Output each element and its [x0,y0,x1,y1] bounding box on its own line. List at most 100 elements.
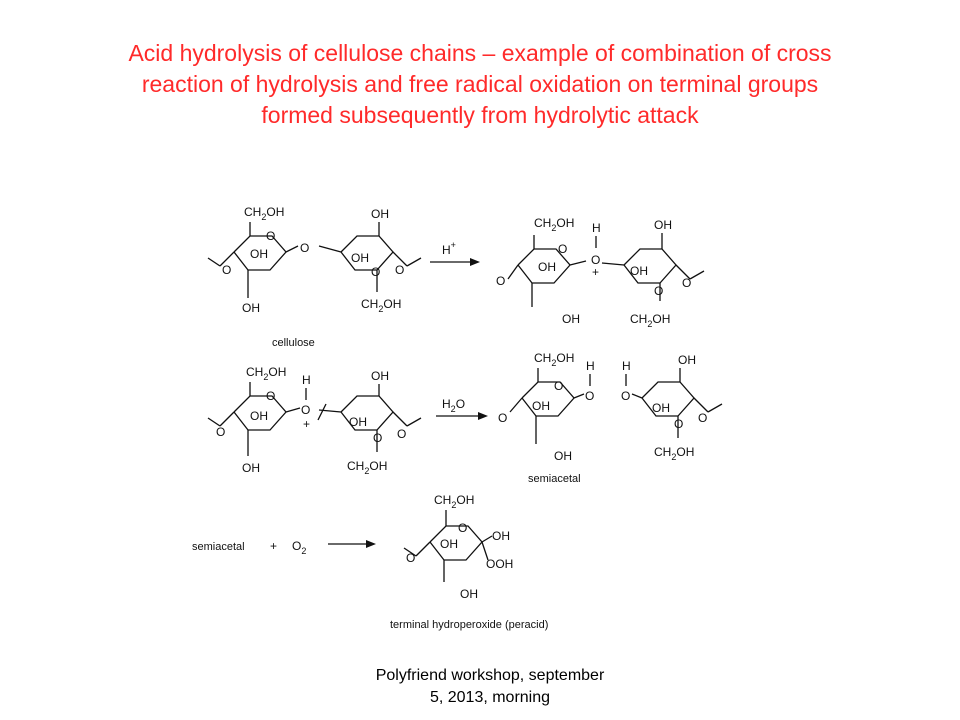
formula-part: CH [246,365,263,379]
semiacetal-reactant-label: semiacetal [192,541,245,553]
atom-oh: OH [351,251,369,265]
atom-oh: OH [242,461,260,475]
reagent-water: H2O [442,397,465,414]
atom-oh: OH [562,312,580,326]
atom-o: O [216,425,225,439]
formula-part: CH [534,351,551,365]
atom-oh: OH [250,409,268,423]
formula-part: OH [676,445,694,459]
formula-part: CH [534,216,551,230]
bond-line [406,417,422,427]
oxygen-reagent: O2 [292,539,306,556]
reaction-arrow-2: H2O [436,397,488,420]
atom-h: H [302,373,311,387]
bond-line [509,397,523,413]
title-line-3: formed subsequently from hydrolytic atta… [261,102,699,128]
atom-ch2oh: CH2OH [347,459,387,476]
reagent-h-plus: H+ [442,240,456,257]
atom-o: O [222,263,231,277]
atom-ch2oh: CH2OH [534,351,574,368]
atom-oh: OH [554,449,572,463]
formula-part: OH [556,216,574,230]
atom-o: O [406,551,415,565]
atom-oh: OH [630,264,648,278]
bond-line [207,257,221,267]
bond-line [219,251,235,267]
atom-h: H [592,221,601,235]
atom-oh: OH [440,537,458,551]
formula-part: OH [268,365,286,379]
footer-line-1: Polyfriend workshop, september [375,667,605,684]
atom-o: O [496,274,505,288]
bond-line [318,245,342,253]
bond-line [675,264,691,280]
atom-oh: OH [460,587,478,601]
terminal-hydroperoxide-label: terminal hydroperoxide (peracid) [390,619,548,631]
atom-oh: OH [242,301,260,315]
formula-part: 2 [301,546,306,556]
plus-sign: + [270,539,277,553]
formula-part: H [442,243,451,257]
formula-part: CH [434,493,451,507]
semiacetal-label: semiacetal [528,473,581,485]
atom-o: O [554,379,563,393]
formula-part: OH [456,493,474,507]
atom-o: O [674,417,683,431]
formula-part: H [442,397,451,411]
formula-part: + [451,240,456,250]
bond-line [573,393,585,399]
atom-oh: OH [250,247,268,261]
footer-line-2: 5, 2013, morning [429,689,551,706]
cellulose-label: cellulose [272,337,315,349]
atom-o: O [266,389,275,403]
title-line-1: Acid hydrolysis of cellulose chains – ex… [128,40,832,66]
atom-oh: OH [371,207,389,221]
arrowhead [478,412,488,420]
bond-line [392,251,408,267]
bond-line [481,535,493,543]
formula-part: OH [383,297,401,311]
atom-oh: OH [652,401,670,415]
atom-oh: OH [678,353,696,367]
atom-h: H [622,359,631,373]
formula-part: O [292,539,301,553]
atom-ch2oh: CH2OH [654,445,694,462]
formula-part: 2 [671,452,676,462]
bond-line [689,270,705,280]
atom-o: O [682,276,691,290]
atom-ch2oh: CH2OH [630,312,670,329]
bond-line [403,547,417,557]
atom-o: O [458,521,467,535]
atom-oh: OH [538,260,556,274]
atom-ooh: OOH [486,557,513,571]
bond-line [406,257,422,267]
bond-line [285,245,299,253]
slide-title: Acid hydrolysis of cellulose chains – ex… [40,38,920,131]
formula-part: OH [369,459,387,473]
atom-oh: OH [349,415,367,429]
atom-o: O [585,389,594,403]
bond-line [569,260,587,266]
bond-line [318,409,342,413]
formula-part: CH [630,312,647,326]
atom-o: O [698,411,707,425]
slide-footer: Polyfriend workshop, september 5, 2013, … [340,665,640,709]
formula-part: 2 [551,358,556,368]
atom-o: O [498,411,507,425]
bond-line [481,541,489,561]
reaction-arrow-3 [328,540,376,548]
atom-o: O [558,242,567,256]
formula-part: OH [556,351,574,365]
bond-line [415,541,431,557]
formula-part: CH [347,459,364,473]
oxidation-reactants: semiacetal + O2 [192,539,306,556]
cellulose-chain-structure: CH2OH O OH O OH O OH OH O O CH2OH cellul… [207,205,422,349]
atom-oh: OH [371,369,389,383]
atom-h: H [586,359,595,373]
atom-o: O [266,229,275,243]
atom-o: O [373,431,382,445]
atom-ch2oh: CH2OH [534,216,574,233]
bond-line [631,393,643,399]
protonated-chain-structure: CH2OH O OH O OH H O + OH OH O O CH2OH [496,216,705,329]
